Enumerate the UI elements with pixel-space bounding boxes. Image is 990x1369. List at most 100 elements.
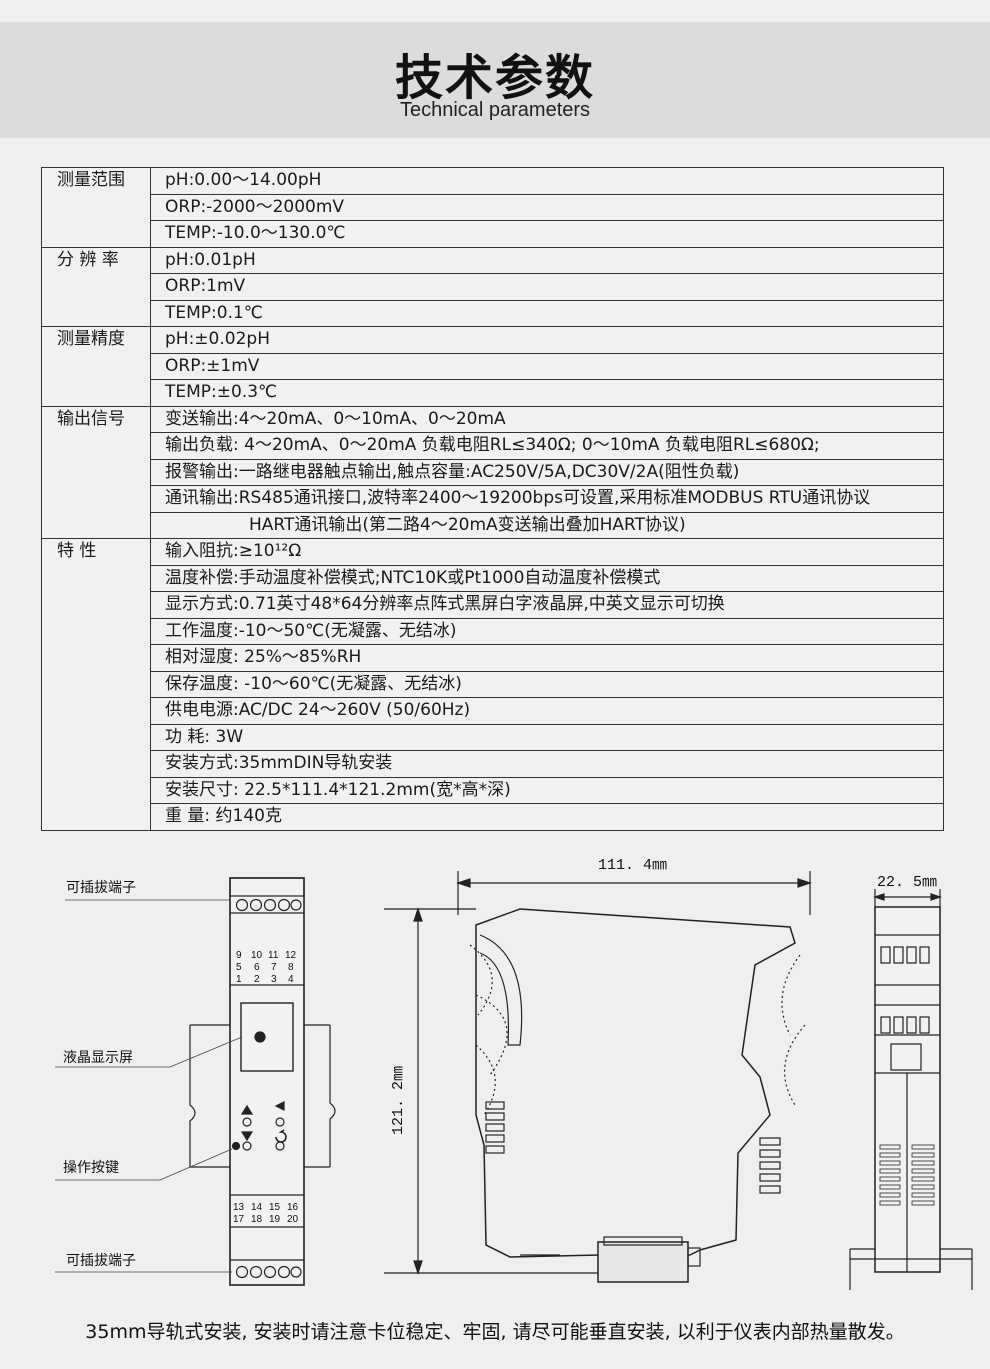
spec-value: 供电电源:AC/DC 24～260V (50/60Hz): [150, 697, 944, 725]
table-row: 保存温度: -10～60℃(无凝露、无结冰): [42, 670, 944, 698]
terminal-top-label: 可插拔端子: [66, 880, 136, 896]
spec-value: 重 量: 约140克: [150, 803, 944, 831]
terminal-number: 5: [236, 962, 242, 973]
button-circle: [275, 1141, 285, 1151]
depth-dimension: 22. 5㎜: [877, 874, 937, 891]
table-row: 功 耗: 3W: [42, 723, 944, 751]
end-view: [849, 889, 973, 1290]
table-row: ORP:1mV: [42, 273, 944, 301]
table-row: TEMP:-10.0～130.0℃: [42, 220, 944, 248]
spec-value: 安装方式:35mmDIN导轨安装: [150, 750, 944, 778]
table-row: 相对湿度: 25%～85%RH: [42, 644, 944, 672]
table-row: 供电电源:AC/DC 24～260V (50/60Hz): [42, 697, 944, 725]
spec-value: ORP:-2000～2000mV: [150, 193, 944, 221]
terminal-numbers-top: 9 10 11 12 5 6 7 8 1 2 3 4: [236, 950, 297, 985]
din-clip: [597, 1241, 689, 1283]
spec-value: pH:0.01pH: [150, 246, 944, 274]
table-row: 测量范围 pH:0.00～14.00pH: [41, 167, 944, 248]
table-row: 特 性 输入阻抗:≥10¹²Ω: [41, 538, 944, 831]
terminal-number: 16: [287, 1202, 299, 1213]
installation-note: 35mm导轨式安装, 安装时请注意卡位稳定、牢固, 请尽可能垂直安装, 以利于仪…: [85, 1321, 905, 1343]
table-row: 通讯输出:RS485通讯接口,波特率2400～19200bps可设置,采用标准M…: [42, 485, 944, 513]
top-screws: [235, 898, 302, 912]
terminal-number: 14: [251, 1202, 263, 1213]
table-row: 分 辨 率 pH:0.01pH: [41, 246, 944, 327]
terminal-number: 12: [285, 950, 297, 961]
spec-value: 安装尺寸: 22.5*111.4*121.2mm(宽*高*深): [150, 776, 944, 804]
table-row: 温度补偿:手动温度补偿模式;NTC10K或Pt1000自动温度补偿模式: [42, 564, 944, 592]
housing-outline: [475, 908, 796, 1258]
spec-value: TEMP:-10.0～130.0℃: [150, 220, 944, 248]
terminal-number: 10: [251, 950, 263, 961]
terminal-number: 20: [287, 1214, 299, 1225]
spec-value: pH:0.00～14.00pH: [150, 167, 944, 195]
module-body: [229, 877, 305, 1286]
spec-value: ORP:±1mV: [150, 352, 944, 380]
terminal-number: 8: [288, 962, 294, 973]
end-vents: [879, 1144, 935, 1206]
height-dimension: 121. 2㎜: [390, 1066, 407, 1135]
button-circle: [275, 1117, 285, 1127]
spec-value: 工作温度:-10～50℃(无凝露、无结冰): [150, 617, 944, 645]
lcd-label: 液晶显示屏: [63, 1050, 133, 1066]
spec-value: HART通讯输出(第二路4～20mA变送输出叠加HART协议): [150, 511, 944, 539]
table-row: 工作温度:-10～50℃(无凝露、无结冰): [42, 617, 944, 645]
spec-value: 保存温度: -10～60℃(无凝露、无结冰): [150, 670, 944, 698]
left-arrow-icon: [274, 1101, 285, 1111]
spec-category-label: 特 性: [41, 538, 151, 831]
table-row: ORP:-2000～2000mV: [42, 193, 944, 221]
enter-icon: [275, 1129, 287, 1143]
table-row: TEMP:0.1℃: [42, 299, 944, 327]
terminal-number: 4: [288, 974, 294, 985]
table-row: 输出信号 变送输出:4～20mA、0～10mA、0～20mA: [41, 405, 944, 539]
terminal-number: 6: [254, 962, 260, 973]
header-band: [0, 22, 990, 138]
table-row: HART通讯输出(第二路4～20mA变送输出叠加HART协议): [42, 511, 944, 539]
table-row: 测量精度 pH:±0.02pH: [41, 326, 944, 407]
spec-value: TEMP:±0.3℃: [150, 379, 944, 407]
front-view: [189, 877, 336, 1286]
terminal-number: 18: [251, 1214, 263, 1225]
spec-value: 输出负载: 4～20mA、0～20mA 负载电阻RL≤340Ω; 0～10mA …: [150, 432, 944, 460]
table-row: ORP:±1mV: [42, 352, 944, 380]
spec-category-label: 测量范围: [41, 167, 151, 248]
button-circle: [242, 1141, 252, 1151]
terminal-number: 1: [236, 974, 242, 985]
table-row: 显示方式:0.71英寸48*64分辨率点阵式黑屏白字液晶屏,中英文显示可切换: [42, 591, 944, 619]
spec-category-label: 测量精度: [41, 326, 151, 407]
control-buttons: [231, 1101, 287, 1151]
terminal-number: 7: [271, 962, 277, 973]
down-arrow-icon: [240, 1131, 254, 1142]
terminal-number: 9: [236, 950, 242, 961]
top-terminal-block: [229, 877, 305, 897]
spec-value: 显示方式:0.71英寸48*64分辨率点阵式黑屏白字液晶屏,中英文显示可切换: [150, 591, 944, 619]
mechanical-drawing: 9 10 11 12 5 6 7 8 1 2 3 4 13 14 15 16 1…: [55, 857, 973, 1290]
buttons-label: 操作按键: [63, 1160, 119, 1176]
spec-table: 测量范围 pH:0.00～14.00pH ORP:-2000～2000mV TE…: [41, 167, 944, 831]
terminal-number: 11: [268, 950, 279, 961]
terminal-number: 17: [233, 1214, 245, 1225]
side-view: [384, 871, 812, 1283]
terminal-number: 19: [269, 1214, 281, 1225]
terminal-bottom-label: 可插拔端子: [66, 1253, 136, 1269]
terminal-number: 2: [254, 974, 260, 985]
table-row: 安装尺寸: 22.5*111.4*121.2mm(宽*高*深): [42, 776, 944, 804]
button-circle: [242, 1117, 252, 1127]
spec-value: pH:±0.02pH: [150, 326, 944, 354]
spec-value: ORP:1mV: [150, 273, 944, 301]
spec-value: 温度补偿:手动温度补偿模式;NTC10K或Pt1000自动温度补偿模式: [150, 564, 944, 592]
spec-value: 输入阻抗:≥10¹²Ω: [150, 538, 944, 566]
spec-value: 变送输出:4～20mA、0～10mA、0～20mA: [150, 405, 944, 433]
terminal-number: 3: [271, 974, 277, 985]
page-subtitle: Technical parameters: [399, 99, 591, 121]
button-dot: [231, 1141, 241, 1151]
leader-lines: [55, 899, 243, 1273]
table-row: 报警输出:一路继电器触点输出,触点容量:AC250V/5A,DC30V/2A(阻…: [42, 458, 944, 486]
table-row: 重 量: 约140克: [42, 803, 944, 831]
spec-value: 相对湿度: 25%～85%RH: [150, 644, 944, 672]
terminal-number: 13: [233, 1202, 245, 1213]
table-row: TEMP:±0.3℃: [42, 379, 944, 407]
terminal-number: 15: [269, 1202, 281, 1213]
table-row: 输出负载: 4～20mA、0～20mA 负载电阻RL≤340Ω; 0～10mA …: [42, 432, 944, 460]
spec-value: 报警输出:一路继电器触点输出,触点容量:AC250V/5A,DC30V/2A(阻…: [150, 458, 944, 486]
